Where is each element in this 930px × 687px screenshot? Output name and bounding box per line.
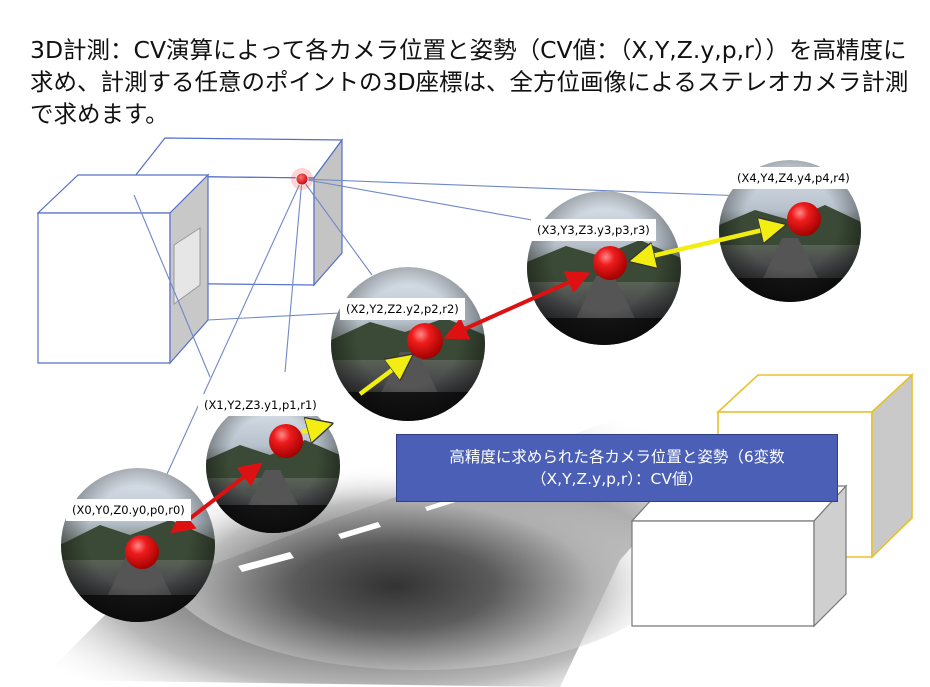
yellow-arrows <box>301 226 780 432</box>
cv-value-box: 高精度に求められた各カメラ位置と姿勢（6変数 （X,Y,Z.y,p,r）：CV値… <box>396 434 838 502</box>
target-ball <box>787 202 821 236</box>
camera-label-1: (X1,Y2,Z3.y1,p1,r1) <box>198 394 323 416</box>
white-box <box>630 484 848 628</box>
camera-sphere-2 <box>331 267 485 421</box>
target-ball <box>125 535 159 569</box>
target-ball <box>593 246 627 280</box>
camera-sphere-3 <box>527 191 681 345</box>
building-front <box>36 173 210 365</box>
camera-label-2: (X2,Y2,Z2.y2,p2,r2) <box>340 298 465 320</box>
cv-box-line-1: 高精度に求められた各カメラ位置と姿勢（6変数 <box>449 448 785 466</box>
target-ball <box>269 424 303 458</box>
camera-label-0: (X0,Y0,Z0.y0,p0,r0) <box>66 499 191 521</box>
measurement-title: 3D計測：CV演算によって各カメラ位置と姿勢（CV値：（X,Y,Z.y,p,r）… <box>30 36 909 128</box>
camera-sphere-0 <box>61 468 215 622</box>
measured-point <box>291 168 313 190</box>
sight-lines <box>133 178 746 486</box>
camera-label-4: (X4,Y4,Z4.y4,p4,r4) <box>731 167 856 189</box>
target-ball <box>407 323 443 359</box>
camera-label-3: (X3,Y3,Z3.y3,p3,r3) <box>531 219 656 241</box>
cv-box-line-2: （X,Y,Z.y,p,r）：CV値） <box>531 470 703 488</box>
